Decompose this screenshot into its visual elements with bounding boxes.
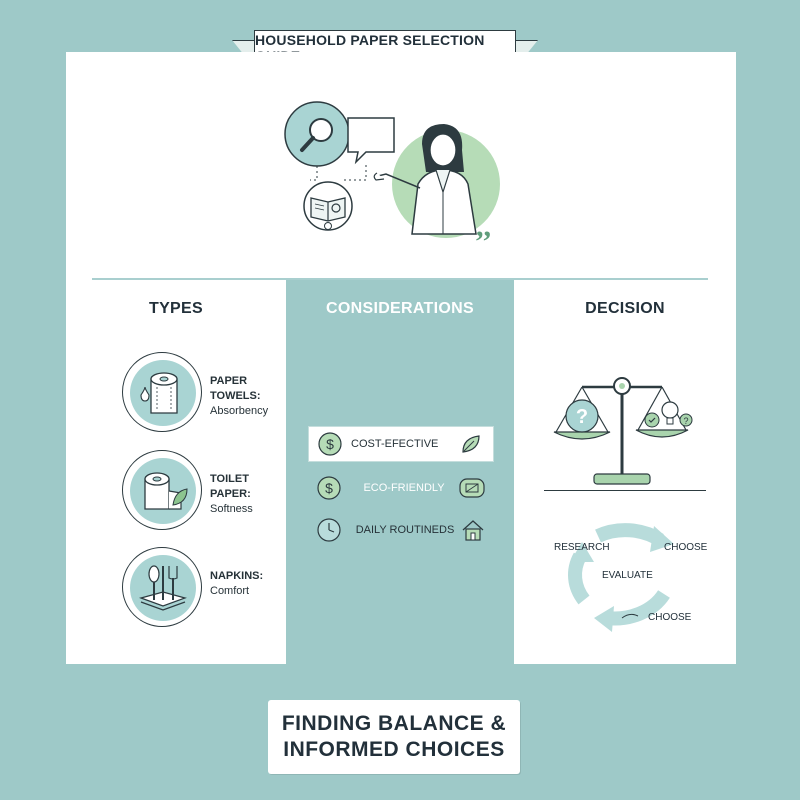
toilet-paper-icon bbox=[122, 450, 202, 530]
type-item-toilet-paper: TOILET PAPER: Softness bbox=[122, 450, 278, 534]
lightbulb-icon bbox=[661, 401, 679, 419]
decision-cycle-arrows bbox=[568, 523, 674, 632]
type-name: PAPER TOWELS: bbox=[210, 375, 261, 402]
footer-line-2: INFORMED CHOICES bbox=[283, 738, 505, 761]
type-name: TOILET PAPER: bbox=[210, 473, 251, 500]
types-title: TYPES bbox=[149, 300, 203, 317]
dollar-icon: $ bbox=[317, 476, 341, 500]
book-gear-icon bbox=[303, 181, 353, 231]
napkins-utensils-icon bbox=[122, 547, 202, 627]
leaf-icon bbox=[462, 435, 480, 453]
considerations-column: CONSIDERATIONS $ COST-EFECTIVE $ ECO-FRI… bbox=[286, 280, 514, 664]
consideration-label: DAILY ROUTINEDS bbox=[355, 524, 455, 536]
footer-line-1: FINDING BALANCE & bbox=[281, 712, 507, 735]
cycle-choose-top: CHOOSE bbox=[664, 542, 708, 553]
type-item-napkins: NAPKINS: Comfort bbox=[122, 547, 278, 631]
decision-column: DECISION ? ? RESEARCH CHOOSE EVALUATE CH… bbox=[514, 280, 736, 664]
speech-bubble-icon bbox=[347, 117, 395, 165]
hero-illustration: ,, bbox=[284, 101, 500, 243]
consideration-label: ECO-FRIENDLY bbox=[363, 482, 445, 494]
decision-divider bbox=[544, 490, 706, 491]
section-divider bbox=[92, 278, 708, 280]
svg-text:$: $ bbox=[326, 436, 334, 452]
cycle-choose-bottom: CHOOSE bbox=[648, 612, 692, 623]
considerations-title: CONSIDERATIONS bbox=[326, 300, 474, 317]
type-item-paper-towels: PAPER TOWELS: Absorbency bbox=[122, 352, 278, 436]
clock-icon bbox=[317, 518, 341, 542]
type-name: NAPKINS: bbox=[210, 570, 264, 582]
consideration-daily-routines: DAILY ROUTINEDS bbox=[308, 512, 494, 548]
type-quality: Absorbency bbox=[210, 405, 269, 417]
magnifier-icon bbox=[284, 101, 350, 167]
consideration-label: COST-EFECTIVE bbox=[351, 438, 439, 450]
types-column: TYPES PAPER TOWELS: Absorbency bbox=[66, 280, 286, 664]
svg-text:?: ? bbox=[576, 406, 588, 428]
house-icon bbox=[462, 520, 484, 541]
cycle-research: RESEARCH bbox=[554, 542, 610, 553]
type-quality: Comfort bbox=[210, 585, 250, 597]
cycle-evaluate: EVALUATE bbox=[602, 570, 653, 581]
footer-banner: FINDING BALANCE & INFORMED CHOICES bbox=[268, 700, 520, 776]
consideration-cost-effective: $ COST-EFECTIVE bbox=[308, 426, 494, 462]
svg-text:?: ? bbox=[683, 416, 688, 426]
dollar-icon: $ bbox=[318, 432, 342, 456]
consideration-eco-friendly: $ ECO-FRIENDLY bbox=[308, 470, 494, 506]
balance-scale-icon: ? ? bbox=[553, 377, 693, 485]
decision-title: DECISION bbox=[585, 300, 665, 317]
hero-panel: ,, bbox=[66, 52, 736, 288]
svg-text:$: $ bbox=[325, 480, 333, 496]
paper-towel-roll-icon bbox=[122, 352, 202, 432]
quote-mark-icon: ,, bbox=[476, 210, 491, 243]
question-mark-icon bbox=[565, 399, 599, 433]
expert-person-icon bbox=[373, 124, 477, 235]
type-quality: Softness bbox=[210, 503, 253, 515]
recycle-card-icon bbox=[459, 478, 485, 498]
